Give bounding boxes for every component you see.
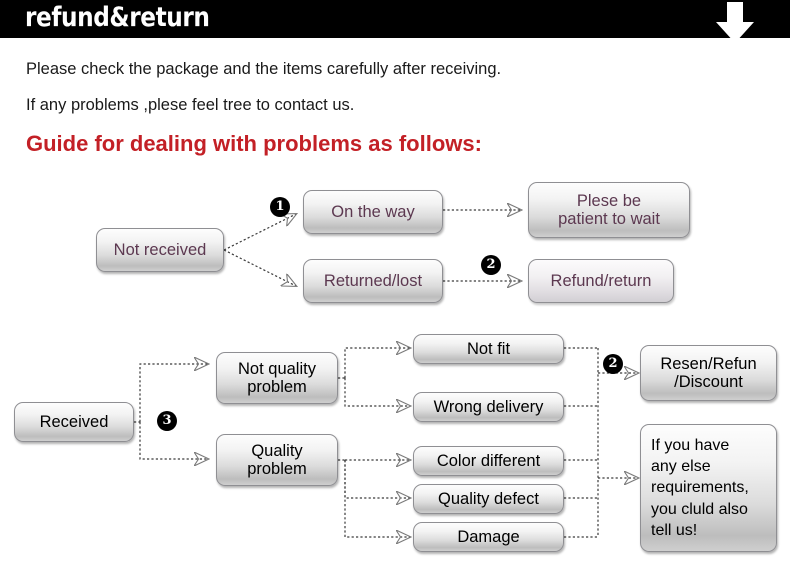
note-line-2: any else bbox=[651, 458, 711, 476]
badge-step-2: 2 bbox=[481, 255, 501, 275]
node-not-quality-problem-line2: problem bbox=[247, 378, 307, 396]
node-plese-be-patient-line2: patient to wait bbox=[558, 210, 660, 228]
intro-line-1: Please check the package and the items c… bbox=[26, 60, 502, 78]
note-line-4: you cluld also bbox=[651, 500, 748, 518]
badge-step-3: 3 bbox=[157, 411, 177, 431]
guide-heading: Guide for dealing with problems as follo… bbox=[26, 131, 482, 156]
note-line-5: tell us! bbox=[651, 521, 698, 539]
node-plese-be-patient-line1: Plese be bbox=[576, 191, 642, 210]
node-damage[interactable]: Damage bbox=[413, 522, 564, 552]
node-not-fit[interactable]: Not fit bbox=[413, 334, 564, 364]
node-resend-line1: Resen/Refun bbox=[660, 354, 757, 373]
node-plese-be-patient[interactable]: Plese be patient to wait bbox=[528, 182, 690, 238]
node-returned-lost[interactable]: Returned/lost bbox=[303, 259, 443, 303]
badge-step-1: 1 bbox=[270, 197, 290, 217]
node-resend-line2: /Discount bbox=[674, 373, 743, 391]
node-quality-problem-line1: Quality bbox=[251, 441, 303, 460]
node-not-received[interactable]: Not received bbox=[96, 228, 224, 272]
node-resend-refund-discount[interactable]: Resen/Refun /Discount bbox=[640, 345, 777, 401]
node-refund-return[interactable]: Refund/return bbox=[528, 259, 674, 303]
page-title: refund&return bbox=[25, 2, 210, 33]
node-wrong-delivery[interactable]: Wrong delivery bbox=[413, 392, 564, 422]
intro-line-2: If any problems ,plese feel tree to cont… bbox=[26, 96, 355, 114]
node-quality-problem[interactable]: Quality problem bbox=[216, 434, 338, 486]
node-quality-defect[interactable]: Quality defect bbox=[413, 484, 564, 514]
header-bar bbox=[0, 0, 790, 38]
note-line-3: requirements, bbox=[651, 479, 749, 497]
node-on-the-way[interactable]: On the way bbox=[303, 190, 443, 234]
node-not-quality-problem[interactable]: Not quality problem bbox=[216, 352, 338, 404]
node-received[interactable]: Received bbox=[14, 402, 134, 442]
node-quality-problem-line2: problem bbox=[247, 460, 307, 478]
arrow-down-icon bbox=[716, 2, 754, 43]
node-not-quality-problem-line1: Not quality bbox=[238, 359, 316, 378]
note-line-1: If you have bbox=[651, 436, 730, 454]
badge-step-2b: 2 bbox=[603, 354, 623, 374]
node-extra-requirements-note[interactable]: If you have any else requirements, you c… bbox=[640, 424, 777, 552]
node-color-different[interactable]: Color different bbox=[413, 446, 564, 476]
